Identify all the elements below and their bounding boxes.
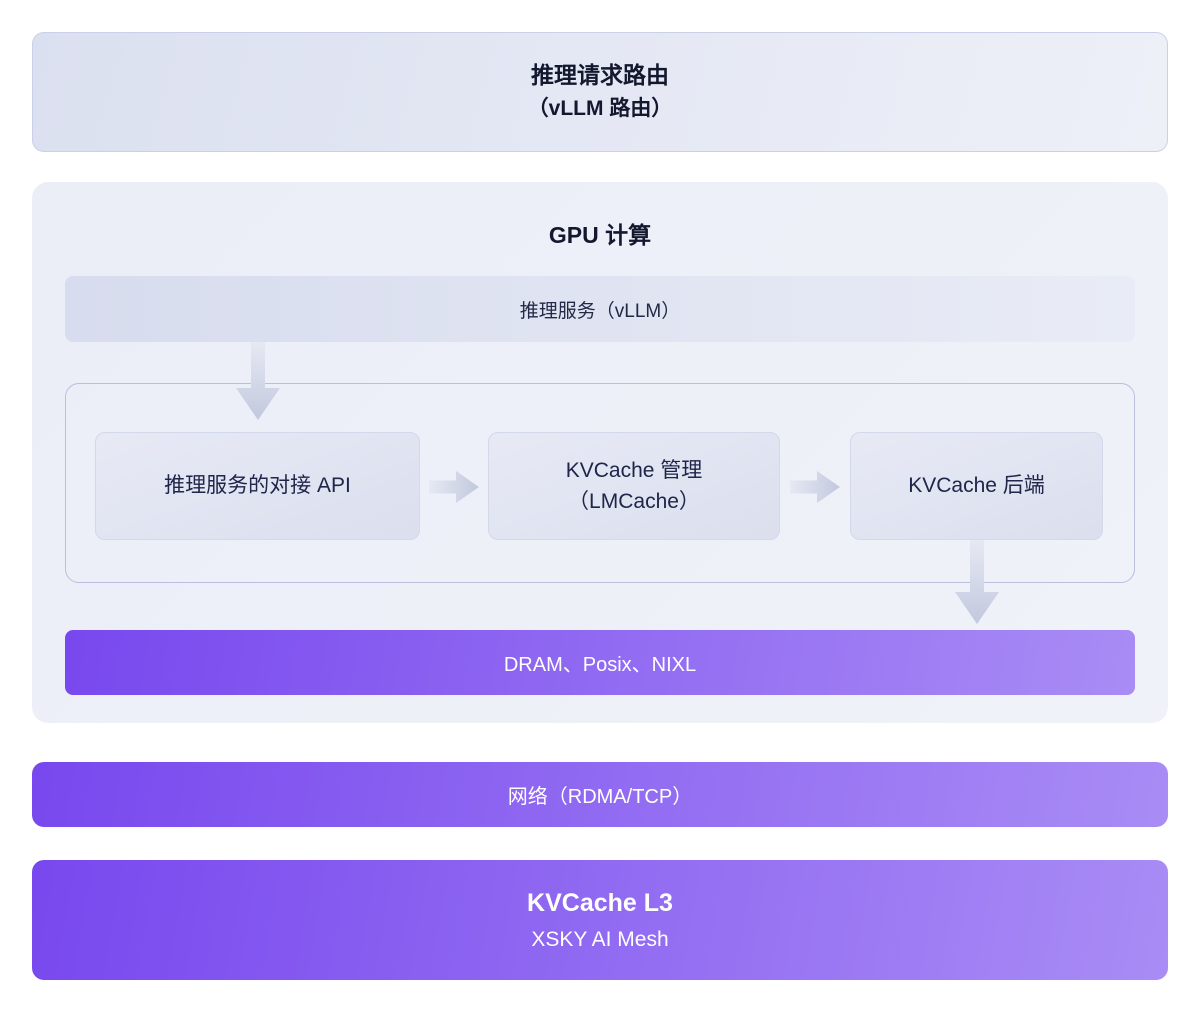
- kvcache-l3-bar: KVCache L3 XSKY AI Mesh: [32, 860, 1168, 980]
- inference-service-bar: 推理服务（vLLM）: [65, 276, 1135, 342]
- node-kvcache-management-label: KVCache 管理: [565, 458, 703, 482]
- kvcache-l3-title: KVCache L3: [527, 888, 673, 917]
- dram-posix-nixl-bar: DRAM、Posix、NIXL: [65, 630, 1135, 695]
- inference-service-label: 推理服务（vLLM）: [519, 300, 681, 322]
- routing-title: 推理请求路由: [531, 62, 669, 89]
- node-kvcache-management: KVCache 管理 （LMCache）: [488, 432, 780, 540]
- pipeline-container: [65, 383, 1135, 583]
- dram-posix-nixl-label: DRAM、Posix、NIXL: [503, 654, 697, 676]
- kvcache-l3-subtitle: XSKY AI Mesh: [531, 928, 669, 952]
- node-kvcache-management-sublabel: （LMCache）: [568, 490, 700, 513]
- gpu-compute-title: GPU 计算: [548, 222, 652, 248]
- node-kvcache-backend: KVCache 后端: [850, 432, 1103, 540]
- routing-subtitle: （vLLM 路由）: [527, 97, 673, 121]
- node-kvcache-backend-label: KVCache 后端: [908, 474, 1045, 498]
- network-bar: 网络（RDMA/TCP）: [32, 762, 1168, 827]
- node-inference-api-label: 推理服务的对接 API: [164, 474, 351, 498]
- node-inference-api: 推理服务的对接 API: [95, 432, 420, 540]
- network-label: 网络（RDMA/TCP）: [507, 786, 693, 808]
- routing-node: 推理请求路由 （vLLM 路由）: [32, 32, 1168, 152]
